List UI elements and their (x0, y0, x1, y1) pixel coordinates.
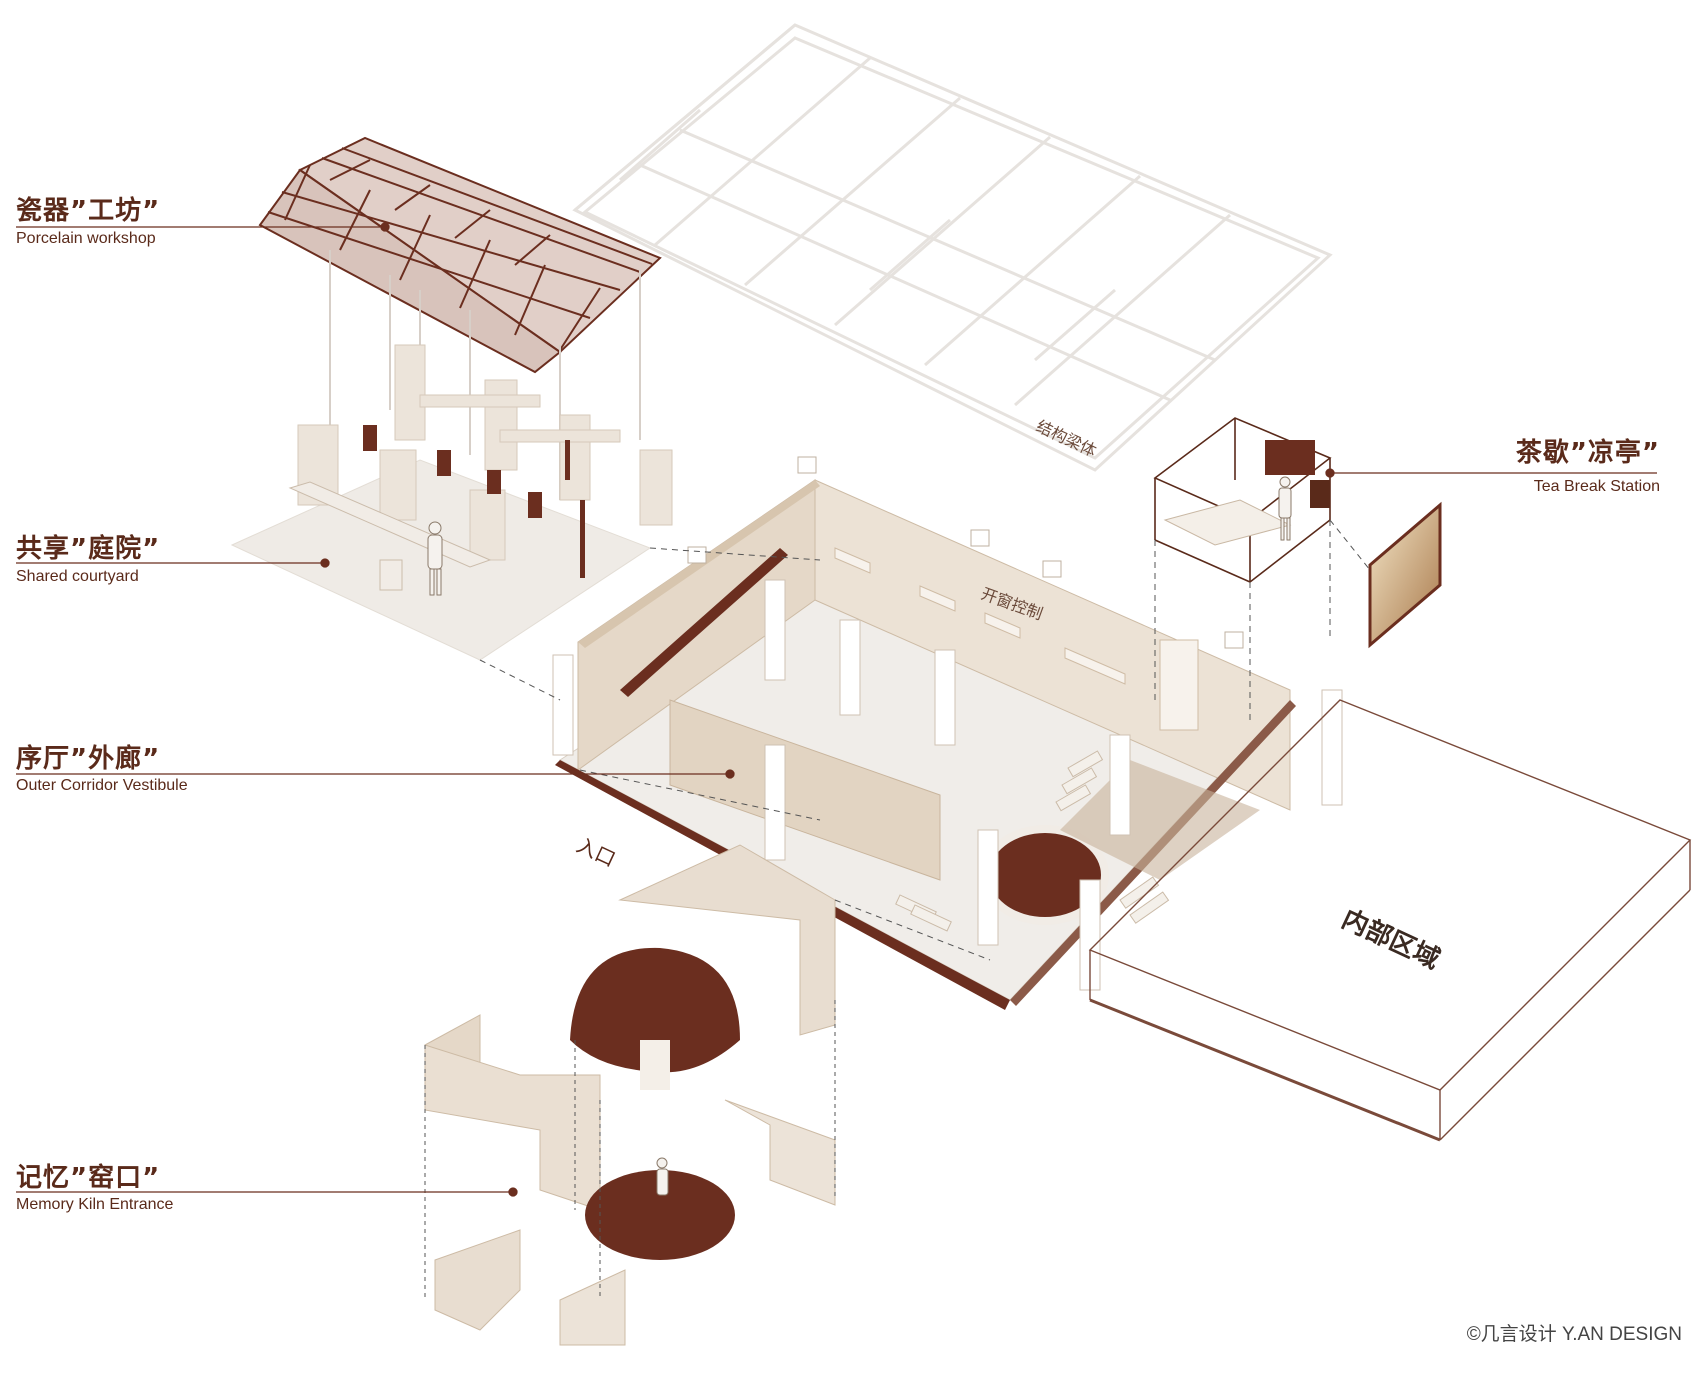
memory-kiln-subtitle: Memory Kiln Entrance (16, 1196, 174, 1213)
outer-corridor-subtitle: Outer Corridor Vestibule (16, 777, 188, 794)
memory-kiln (424, 844, 836, 1346)
courtyard (230, 344, 673, 661)
interior-tag: 内部区域 (1337, 904, 1444, 975)
workshop-roof (258, 136, 662, 500)
leader-lines (16, 222, 1657, 1197)
porcelain-workshop-title: 瓷器”工坊” (16, 196, 161, 226)
person-figure (427, 521, 443, 596)
shared-courtyard-subtitle: Shared courtyard (16, 568, 139, 585)
memory-kiln-title: 记忆”窑口” (16, 1163, 161, 1193)
tea-pavilion (1153, 417, 1442, 649)
tea-break-title: 茶歇”凉亭” (1515, 438, 1660, 468)
tea-break-subtitle: Tea Break Station (1533, 478, 1660, 495)
design-credit: ©几言设计 Y.AN DESIGN (1466, 1324, 1682, 1345)
porcelain-workshop-subtitle: Porcelain workshop (16, 230, 156, 247)
entrance-tag: 入口 (573, 833, 619, 872)
projection-lines (479, 519, 1371, 961)
structural-beams (572, 23, 1333, 472)
outer-corridor-title: 序厅”外廊” (16, 744, 161, 774)
shared-courtyard-title: 共享”庭院” (16, 534, 161, 564)
interior-zone (1088, 699, 1692, 1142)
